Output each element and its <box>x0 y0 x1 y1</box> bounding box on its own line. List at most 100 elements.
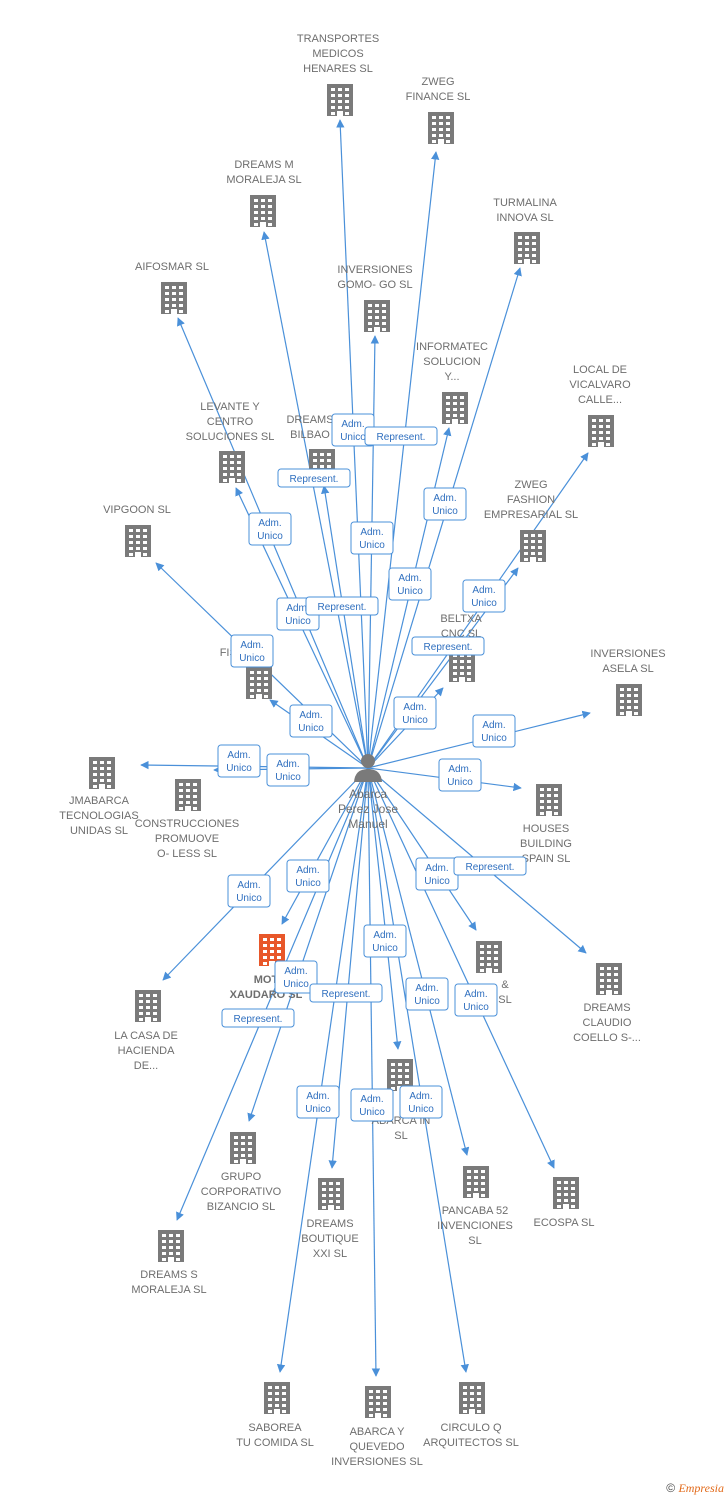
relation-label[interactable]: Represent. <box>305 596 379 616</box>
building-icon[interactable] <box>219 451 245 483</box>
relation-label[interactable]: Adm.Unico <box>454 983 498 1017</box>
relation-label[interactable]: Adm.Unico <box>415 857 459 891</box>
relation-label[interactable]: Adm.Unico <box>227 874 271 908</box>
relation-text-line: Unico <box>372 943 398 954</box>
relation-label[interactable]: Represent. <box>364 426 438 446</box>
relation-label[interactable]: Adm.Unico <box>350 521 394 555</box>
relation-label[interactable]: Represent. <box>277 468 351 488</box>
relation-label[interactable]: Adm.Unico <box>274 960 318 994</box>
relation-label[interactable]: Represent. <box>309 983 383 1003</box>
relation-label[interactable]: Adm.Unico <box>438 758 482 792</box>
relation-label[interactable]: Adm.Unico <box>405 977 449 1011</box>
relation-label[interactable]: Adm.Unico <box>363 924 407 958</box>
relation-label[interactable]: Adm.Unico <box>472 714 516 748</box>
company-label-line: QUEVEDO <box>349 1441 404 1453</box>
building-icon[interactable] <box>463 1166 489 1198</box>
building-icon[interactable] <box>428 112 454 144</box>
building-icon[interactable] <box>588 415 614 447</box>
company-label-line: ZWEG <box>515 479 548 491</box>
building-icon[interactable] <box>596 963 622 995</box>
building-icon[interactable] <box>553 1177 579 1209</box>
center-name-line: Perez Jose <box>338 802 398 816</box>
company-label-ecospa[interactable]: ECOSPA SL <box>534 1217 595 1229</box>
building-icon[interactable] <box>230 1132 256 1164</box>
building-icon[interactable] <box>246 667 272 699</box>
relation-label[interactable]: Represent. <box>411 636 485 656</box>
relation-text-line: Adm. <box>472 585 495 596</box>
building-icon[interactable] <box>264 1382 290 1414</box>
relation-label[interactable]: Adm.Unico <box>350 1088 394 1122</box>
building-icon[interactable] <box>125 525 151 557</box>
relation-label[interactable]: Adm.Unico <box>296 1085 340 1119</box>
footer-brand[interactable]: © Empresia <box>666 1481 724 1496</box>
company-label-vipgoon[interactable]: VIPGOON SL <box>103 504 171 516</box>
company-label-line: HENARES SL <box>303 63 373 75</box>
relation-label[interactable]: Adm.Unico <box>248 512 292 546</box>
relation-label[interactable]: Adm.Unico <box>286 859 330 893</box>
relation-label[interactable]: Represent. <box>453 856 527 876</box>
company-label-unnamed-right[interactable]: &SL <box>498 979 511 1006</box>
building-icon[interactable] <box>318 1178 344 1210</box>
relation-label[interactable]: Adm.Unico <box>230 634 274 668</box>
company-label-line: INVERSIONES SL <box>331 1456 423 1468</box>
relation-label[interactable]: Represent. <box>221 1008 295 1028</box>
building-icon[interactable] <box>616 684 642 716</box>
building-icon[interactable] <box>161 282 187 314</box>
building-icon[interactable] <box>536 784 562 816</box>
building-icon[interactable] <box>158 1230 184 1262</box>
relation-label[interactable]: Adm.Unico <box>289 704 333 738</box>
building-icon[interactable] <box>365 1386 391 1418</box>
building-icon[interactable] <box>135 990 161 1022</box>
company-label-line: UNIDAS SL <box>70 825 128 837</box>
relation-label[interactable]: Adm.Unico <box>331 413 375 447</box>
relation-label[interactable]: Adm.Unico <box>399 1085 443 1119</box>
building-icon[interactable] <box>364 300 390 332</box>
company-label-line: TURMALINA <box>493 197 557 209</box>
building-icon[interactable] <box>459 1382 485 1414</box>
building-icon[interactable] <box>327 84 353 116</box>
building-icon[interactable] <box>442 392 468 424</box>
building-icon[interactable] <box>520 530 546 562</box>
person-icon[interactable] <box>354 754 382 782</box>
relation-text: Adm.Unico <box>285 603 311 627</box>
relation-label[interactable]: Adm.Unico <box>388 567 432 601</box>
building-icon[interactable] <box>89 757 115 789</box>
building-icon[interactable] <box>250 195 276 227</box>
relation-label[interactable]: Adm.Unico <box>217 744 261 778</box>
relation-label[interactable]: Adm.Unico <box>423 487 467 521</box>
company-label-line: LEVANTE Y <box>200 401 260 413</box>
company-label-line: SL <box>498 994 511 1006</box>
building-icon[interactable] <box>514 232 540 264</box>
building-icon[interactable] <box>476 941 502 973</box>
relation-label[interactable]: Adm.Unico <box>462 579 506 613</box>
building-icon[interactable] <box>175 779 201 811</box>
relation-label[interactable]: Adm.Unico <box>393 696 437 730</box>
relation-label[interactable]: Adm.Unico <box>266 753 310 787</box>
company-label-aifosmar[interactable]: AIFOSMAR SL <box>135 261 209 273</box>
